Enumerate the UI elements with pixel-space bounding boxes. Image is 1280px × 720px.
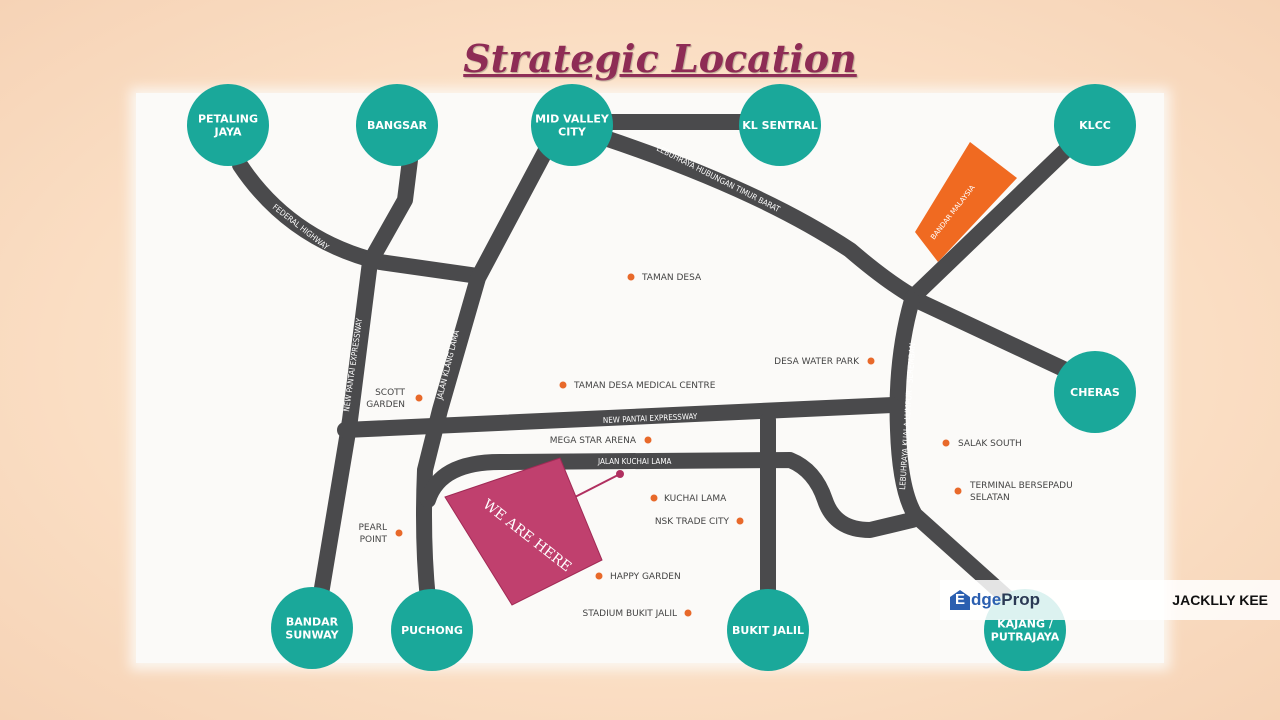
road-klcc bbox=[904, 140, 1076, 306]
poi-scott-garden: SCOTT GARDEN bbox=[366, 388, 423, 410]
node-label: BUKIT JALIL bbox=[732, 624, 804, 637]
marker-pointer bbox=[574, 473, 621, 498]
road-jalan-klang-lama bbox=[416, 144, 553, 608]
poi-label: MEGA STAR ARENA bbox=[550, 436, 637, 446]
poi-taman-desa: TAMAN DESA bbox=[627, 273, 702, 283]
node-bukit-jalil: BUKIT JALIL bbox=[727, 589, 809, 671]
we-are-here-marker: WE ARE HERE bbox=[444, 457, 624, 606]
node-circle bbox=[391, 589, 473, 671]
poi-desa-water-park: DESA WATER PARK bbox=[774, 357, 875, 367]
node-bangsar: BANGSAR bbox=[356, 84, 438, 166]
logo-text-prop: Prop bbox=[1001, 590, 1040, 609]
node-circle bbox=[739, 84, 821, 166]
marker-pin-icon bbox=[616, 470, 624, 478]
poi-label: STADIUM BUKIT JALIL bbox=[583, 609, 677, 619]
poi-label: SELATAN bbox=[970, 493, 1010, 503]
node-circle bbox=[531, 84, 613, 166]
logo-text-dge: dge bbox=[971, 590, 1002, 609]
poi-dot-icon bbox=[684, 609, 692, 617]
node-label: JAYA bbox=[214, 126, 242, 139]
poi-taman-desa-medical-centre: TAMAN DESA MEDICAL CENTRE bbox=[559, 381, 716, 391]
poi-label: SCOTT bbox=[375, 388, 405, 398]
node-label: PUTRAJAYA bbox=[991, 631, 1060, 644]
node-label: CITY bbox=[558, 126, 587, 139]
poi-label: GARDEN bbox=[366, 400, 405, 410]
poi-happy-garden: HAPPY GARDEN bbox=[595, 572, 681, 582]
slide-title: Strategic Location bbox=[463, 36, 857, 81]
poi-dot-icon bbox=[954, 487, 962, 495]
road-label-kuchai-lama: JALAN KUCHAI LAMA bbox=[597, 457, 672, 466]
node-circle bbox=[271, 587, 353, 669]
poi-label: TAMAN DESA MEDICAL CENTRE bbox=[573, 381, 716, 391]
poi-dot-icon bbox=[627, 273, 635, 281]
poi-dot-icon bbox=[867, 357, 875, 365]
poi-label: TERMINAL BERSEPADU bbox=[969, 481, 1073, 491]
poi-dot-icon bbox=[559, 381, 567, 389]
road-new-pantai-horizontal bbox=[337, 397, 900, 438]
road-label-npe-horizontal: NEW PANTAI EXPRESSWAY bbox=[603, 412, 698, 425]
node-klcc: KLCC bbox=[1054, 84, 1136, 166]
road-jalan-kuchai-lama bbox=[420, 452, 920, 538]
road-cheras bbox=[904, 290, 1078, 380]
node-circle bbox=[727, 589, 809, 671]
node-circle bbox=[1054, 84, 1136, 166]
poi-label: PEARL bbox=[358, 523, 387, 533]
poi-label: POINT bbox=[360, 535, 388, 545]
agent-name: JACKLLY KEE bbox=[1172, 592, 1268, 608]
node-label: CHERAS bbox=[1070, 386, 1120, 399]
poi-terminal-bersepadu-selatan: TERMINAL BERSEPADU SELATAN bbox=[954, 481, 1073, 503]
poi-stadium-bukit-jalil: STADIUM BUKIT JALIL bbox=[583, 609, 692, 619]
poi-dot-icon bbox=[650, 494, 658, 502]
edgeprop-house-icon: E bbox=[950, 590, 970, 610]
poi-label: KUCHAI LAMA bbox=[664, 494, 727, 504]
poi-label: SALAK SOUTH bbox=[958, 439, 1022, 449]
road-new-pantai-vertical bbox=[312, 152, 418, 608]
poi-dot-icon bbox=[942, 439, 950, 447]
node-label: SUNWAY bbox=[285, 629, 339, 642]
poi-label: HAPPY GARDEN bbox=[610, 572, 681, 582]
poi-dot-icon bbox=[644, 436, 652, 444]
poi-label: NSK TRADE CITY bbox=[655, 517, 730, 527]
poi-dot-icon bbox=[395, 529, 403, 537]
node-label: MID VALLEY bbox=[535, 113, 610, 126]
poi-nsk-trade-city: NSK TRADE CITY bbox=[655, 517, 744, 527]
poi-label: DESA WATER PARK bbox=[774, 357, 860, 367]
node-label: PETALING bbox=[198, 113, 258, 126]
node-circle bbox=[356, 84, 438, 166]
node-label: BANDAR bbox=[286, 616, 339, 629]
node-label: KLCC bbox=[1079, 119, 1111, 132]
node-label: BANGSAR bbox=[367, 119, 428, 132]
node-label: PUCHONG bbox=[401, 624, 463, 637]
poi-kuchai-lama: KUCHAI LAMA bbox=[650, 494, 727, 504]
poi-mega-star-arena: MEGA STAR ARENA bbox=[550, 436, 652, 446]
node-label: KAJANG / bbox=[997, 618, 1054, 631]
points-of-interest: TAMAN DESA DESA WATER PARK TAMAN DESA MEDI… bbox=[358, 273, 1072, 619]
road-timur-barat bbox=[597, 130, 920, 304]
poi-salak-south: SALAK SOUTH bbox=[942, 439, 1022, 449]
road-kl-seremban bbox=[889, 292, 1020, 610]
poi-label: TAMAN DESA bbox=[641, 273, 702, 283]
poi-dot-icon bbox=[736, 517, 744, 525]
roads bbox=[232, 114, 1078, 610]
node-puchong: PUCHONG bbox=[391, 589, 473, 671]
poi-pearl-point: PEARL POINT bbox=[358, 523, 403, 545]
node-cheras: CHERAS bbox=[1054, 351, 1136, 433]
node-label: KL SENTRAL bbox=[742, 119, 818, 132]
node-circle bbox=[1054, 351, 1136, 433]
node-kl-sentral: KL SENTRAL bbox=[739, 84, 821, 166]
poi-dot-icon bbox=[415, 394, 423, 402]
poi-dot-icon bbox=[595, 572, 603, 580]
node-circle bbox=[187, 84, 269, 166]
